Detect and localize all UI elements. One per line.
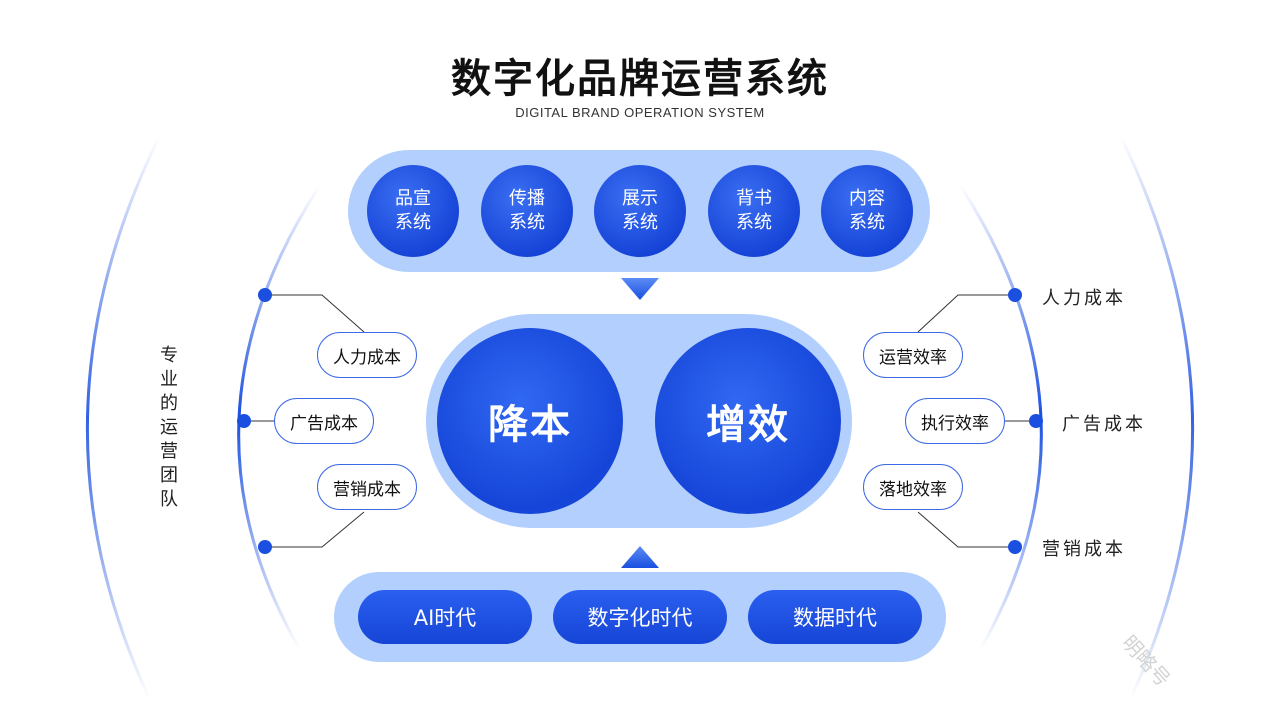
page-subtitle: DIGITAL BRAND OPERATION SYSTEM: [515, 105, 765, 120]
right-item-exec-efficiency: 执行效率: [905, 398, 1005, 444]
connector-line: [917, 511, 1015, 548]
system-circle-display: 展示 系统: [594, 165, 686, 257]
left-item-ad-cost: 广告成本: [274, 398, 374, 444]
node-dot: [258, 540, 272, 554]
outer-arc-left: [85, 134, 162, 701]
connector-line: [917, 294, 1015, 333]
system-circle-endorse: 背书 系统: [708, 165, 800, 257]
node-dot: [237, 414, 251, 428]
connector-line: [265, 294, 365, 333]
system-circle-spread: 传播 系统: [481, 165, 573, 257]
left-group-label: 专业的运营团队: [160, 345, 178, 510]
right-item-landing-efficiency: 落地效率: [863, 464, 963, 510]
system-circle-brand: 品宣 系统: [367, 165, 459, 257]
left-item-marketing-cost: 营销成本: [317, 464, 417, 510]
right-label-labor-cost: 人力成本: [1042, 288, 1126, 309]
node-dot: [258, 288, 272, 302]
left-item-labor-cost: 人力成本: [317, 332, 417, 378]
era-pill-ai: AI时代: [358, 590, 532, 644]
right-item-ops-efficiency: 运营效率: [863, 332, 963, 378]
node-dot: [1008, 540, 1022, 554]
system-circle-content: 内容 系统: [821, 165, 913, 257]
cost-reduction-circle: 降本: [437, 328, 623, 514]
right-label-ad-cost: 广告成本: [1062, 414, 1146, 435]
page-title: 数字化品牌运营系统: [451, 56, 829, 102]
arrow-down-icon: [621, 278, 659, 300]
efficiency-circle: 增效: [655, 328, 841, 514]
right-label-marketing-cost: 营销成本: [1042, 539, 1126, 560]
outer-arc-right: [1118, 134, 1195, 701]
node-dot: [1008, 288, 1022, 302]
node-dot: [1029, 414, 1043, 428]
arrow-up-icon: [621, 546, 659, 568]
era-pill-digital: 数字化时代: [553, 590, 727, 644]
connector-line: [265, 511, 365, 548]
era-pill-data: 数据时代: [748, 590, 922, 644]
